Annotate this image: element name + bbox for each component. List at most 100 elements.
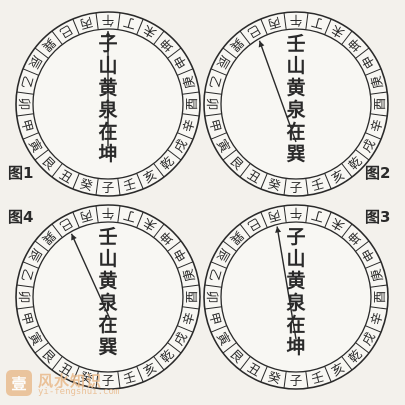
ring-label: 庚	[180, 74, 198, 90]
ring-divider	[210, 68, 227, 76]
ring-divider	[16, 284, 34, 288]
ring-divider	[355, 342, 370, 354]
ring-label: 卯	[17, 291, 32, 304]
center-text-char: 壬	[286, 33, 305, 55]
ring-label: 乙	[18, 267, 36, 283]
pointer-arrowhead	[105, 31, 111, 37]
ring-label: 庚	[368, 74, 386, 90]
ring-label: 子	[102, 180, 115, 195]
ring-divider	[239, 223, 251, 238]
ring-label: 甲	[206, 118, 224, 134]
ring-divider	[239, 30, 251, 45]
ring-divider	[51, 356, 63, 371]
ring-divider	[95, 205, 99, 223]
center-text-char: 子	[286, 226, 305, 248]
ring-label: 酉	[372, 98, 387, 111]
ring-divider	[204, 284, 222, 288]
ring-label: 丁	[122, 14, 138, 32]
ring-divider	[324, 211, 332, 228]
ring-divider	[136, 366, 144, 383]
ring-label: 壬	[310, 369, 326, 387]
ring-divider	[182, 113, 200, 117]
ring-divider	[117, 371, 121, 389]
ring-divider	[167, 149, 182, 161]
ring-divider	[260, 18, 268, 35]
inner-ring	[220, 28, 372, 180]
ring-label: 壬	[310, 176, 326, 194]
ring-divider	[51, 30, 63, 45]
ring-divider	[365, 68, 382, 76]
ring-divider	[136, 18, 144, 35]
center-text-char: 黄	[98, 269, 117, 292]
ring-divider	[222, 240, 237, 252]
ring-label: 丙	[78, 14, 94, 32]
ring-divider	[117, 205, 121, 223]
watermark-logo: 壹 风水知识 yi-fengshui.com	[6, 370, 136, 402]
ring-divider	[182, 284, 200, 288]
ring-divider	[324, 366, 332, 383]
ring-divider	[341, 30, 353, 45]
center-text-char: 在	[286, 120, 305, 143]
ring-label: 癸	[78, 369, 94, 387]
figure-2-label: 图2	[365, 164, 391, 182]
ring-label: 甲	[18, 118, 36, 134]
inner-ring	[220, 221, 372, 373]
ring-divider	[153, 163, 165, 178]
center-text-char: 在	[98, 313, 117, 336]
ring-divider	[51, 163, 63, 178]
ring-divider	[177, 68, 194, 76]
ring-divider	[341, 163, 353, 178]
center-text-char: 在	[286, 313, 305, 336]
ring-divider	[355, 240, 370, 252]
compass-figure-4: 子癸丑艮寅甲卯乙辰巽巳丙午丁未坤申庚酉辛戌乾亥壬壬山黄泉在巽	[15, 204, 201, 390]
ring-divider	[355, 47, 370, 59]
ring-divider	[34, 342, 49, 354]
inner-ring	[32, 221, 184, 373]
ring-label: 酉	[184, 291, 199, 304]
ring-divider	[95, 371, 99, 389]
ring-divider	[16, 306, 34, 310]
center-text-char: 泉	[97, 291, 118, 314]
ring-label: 酉	[372, 291, 387, 304]
ring-label: 辛	[368, 118, 386, 134]
compass-figure-1: 子癸丑艮寅甲卯乙辰巽巳丙午丁未坤申庚酉辛戌乾亥壬子山黄泉在坤	[15, 11, 201, 197]
center-text-char: 黄	[286, 76, 305, 99]
ring-label: 午	[102, 13, 115, 28]
ring-label: 丁	[310, 207, 326, 225]
ring-label: 丙	[266, 14, 282, 32]
ring-label: 午	[290, 206, 303, 221]
ring-label: 子	[290, 373, 303, 388]
ring-divider	[72, 211, 80, 228]
ring-divider	[153, 30, 165, 45]
ring-label: 酉	[184, 98, 199, 111]
ring-divider	[16, 113, 34, 117]
ring-divider	[365, 132, 382, 140]
ring-divider	[370, 306, 388, 310]
ring-divider	[182, 306, 200, 310]
ring-label: 甲	[18, 311, 36, 327]
center-text-char: 山	[286, 248, 305, 270]
ring-divider	[239, 356, 251, 371]
ring-divider	[177, 325, 194, 333]
ring-label: 辛	[180, 118, 198, 134]
ring-label: 癸	[266, 176, 282, 194]
ring-divider	[324, 18, 332, 35]
ring-label: 丁	[122, 207, 138, 225]
ring-divider	[22, 68, 39, 76]
ring-divider	[260, 366, 268, 383]
ring-divider	[305, 12, 309, 30]
ring-divider	[239, 163, 251, 178]
ring-divider	[305, 178, 309, 196]
ring-label: 壬	[122, 369, 138, 387]
center-text-char: 坤	[286, 335, 305, 358]
ring-label: 乙	[206, 74, 224, 90]
ring-label: 午	[102, 206, 115, 221]
center-text-char: 壬	[98, 226, 117, 248]
ring-divider	[210, 325, 227, 333]
ring-divider	[34, 47, 49, 59]
ring-divider	[22, 325, 39, 333]
ring-divider	[283, 12, 287, 30]
ring-divider	[283, 178, 287, 196]
ring-divider	[341, 223, 353, 238]
